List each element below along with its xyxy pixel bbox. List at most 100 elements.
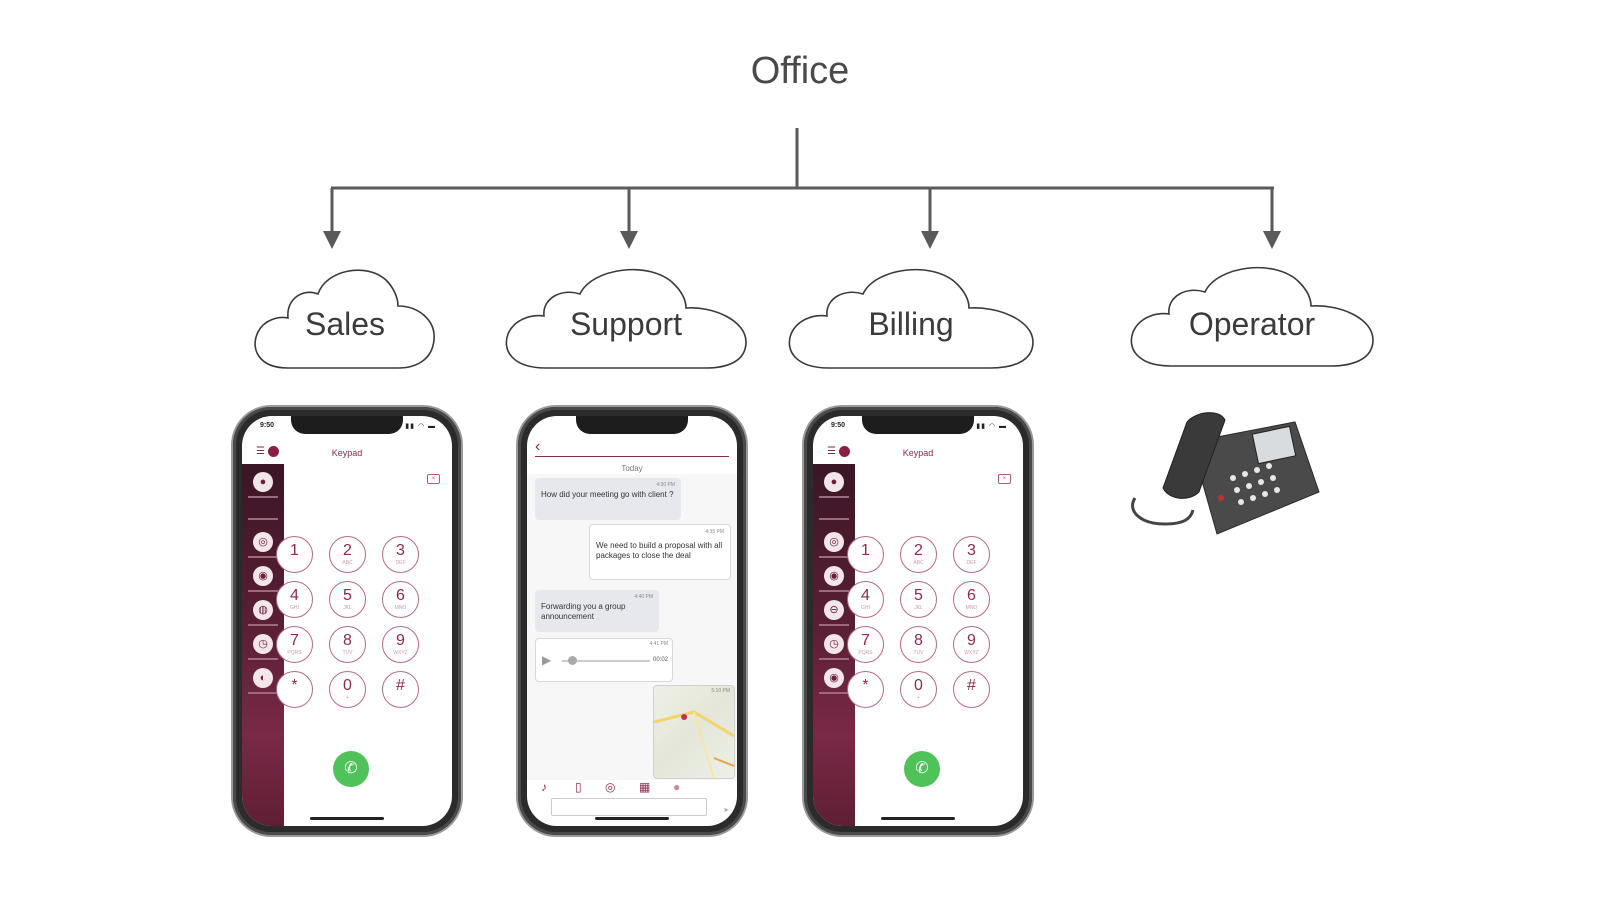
send-icon[interactable]: ➤: [723, 807, 729, 814]
menu-icon[interactable]: ☰: [827, 446, 836, 457]
status-time: 9:50: [260, 422, 275, 429]
location-icon[interactable]: ●: [673, 780, 681, 794]
message-text: How did your meeting go with client ?: [541, 490, 674, 499]
home-indicator: [881, 817, 955, 820]
backspace-icon[interactable]: ×: [998, 474, 1011, 484]
video-icon[interactable]: ▦: [639, 780, 651, 794]
cloud-label-support: Support: [569, 306, 683, 342]
app-logo-icon: [268, 446, 279, 457]
attachment-icon[interactable]: ▯: [575, 780, 582, 794]
key-star[interactable]: *: [847, 671, 884, 708]
call-button[interactable]: ✆: [333, 751, 369, 787]
keypad-title: Keypad: [902, 448, 934, 458]
sidebar-item-icon[interactable]: ◉: [824, 566, 844, 586]
audio-progress-track[interactable]: [562, 660, 650, 662]
phone-screen: ‹ Today 4:30 PM How did your meeting go …: [527, 416, 737, 826]
phone-support: ‹ Today 4:30 PM How did your meeting go …: [518, 407, 746, 835]
clock-icon[interactable]: ◷: [824, 634, 844, 654]
audio-scrubber[interactable]: [568, 656, 577, 665]
message-time: 4:30 PM: [656, 482, 675, 488]
phone-notch: [862, 416, 974, 434]
sidebar-caption: [248, 590, 278, 592]
sidebar-caption: [248, 692, 278, 694]
phone-icon: ✆: [344, 760, 358, 777]
key-hash[interactable]: #: [382, 671, 419, 708]
sidebar-caption: [819, 590, 849, 592]
sidebar-caption: [819, 692, 849, 694]
message-time: 4:35 PM: [705, 529, 724, 535]
header-divider: [535, 456, 729, 457]
sidebar-caption: [819, 624, 849, 626]
play-icon[interactable]: ▶: [542, 653, 552, 667]
sidebar-item-icon[interactable]: ◍: [253, 600, 273, 620]
message-text: Forwarding you a group announcement: [541, 602, 626, 621]
phone-notch: [291, 416, 403, 434]
keypad-title: Keypad: [331, 448, 363, 458]
sidebar-item-icon[interactable]: ◎: [253, 532, 273, 552]
audio-message[interactable]: 4:41 PM ▶ 00:02: [535, 638, 673, 682]
settings-icon[interactable]: ◉: [824, 668, 844, 688]
cloud-shape: [1130, 266, 1374, 367]
microphone-icon[interactable]: ♪: [541, 780, 547, 794]
audio-duration: 00:02: [652, 657, 668, 663]
desk-phone-icon: [1131, 412, 1320, 535]
cloud-label-sales: Sales: [304, 306, 386, 342]
key-0[interactable]: 0+: [329, 671, 366, 708]
backspace-icon[interactable]: ×: [427, 474, 440, 484]
message-bubble-incoming: 4:30 PM How did your meeting go with cli…: [535, 478, 681, 520]
back-arrow-icon[interactable]: ‹: [535, 438, 541, 455]
key-1[interactable]: 1: [276, 536, 313, 573]
cloud-operator: Operator: [1125, 256, 1379, 376]
key-star[interactable]: *: [276, 671, 313, 708]
location-map-thumbnail[interactable]: 5:10 PM ●: [653, 685, 735, 779]
settings-icon[interactable]: ◐: [253, 668, 273, 688]
call-button[interactable]: ✆: [904, 751, 940, 787]
status-time: 9:50: [831, 422, 846, 429]
home-indicator: [595, 817, 669, 820]
key-0[interactable]: 0+: [900, 671, 937, 708]
sidebar-caption: [819, 658, 849, 660]
menu-icon[interactable]: ☰: [256, 446, 265, 457]
key-hash[interactable]: #: [953, 671, 990, 708]
profile-icon[interactable]: ●: [253, 472, 273, 492]
cloud-support: Support: [500, 258, 752, 378]
cloud-sales: Sales: [248, 258, 442, 378]
camera-icon[interactable]: ◎: [605, 780, 616, 794]
sidebar-item-icon[interactable]: ◎: [824, 532, 844, 552]
clock-icon[interactable]: ◷: [253, 634, 273, 654]
app-logo-icon: [839, 446, 850, 457]
status-icons: ▮▮ ◠ ▬: [976, 423, 1007, 430]
status-icons: ▮▮ ◠ ▬: [405, 423, 436, 430]
message-input[interactable]: [551, 798, 707, 816]
chat-day-label: Today: [621, 464, 643, 473]
sidebar-caption: [248, 624, 278, 626]
sidebar-caption: [819, 518, 849, 520]
sidebar-item-icon[interactable]: ◉: [253, 566, 273, 586]
key-1[interactable]: 1: [847, 536, 884, 573]
office-root-label: Office: [750, 50, 850, 92]
message-time: 4:40 PM: [634, 594, 653, 600]
cloud-shape: [254, 269, 435, 369]
cloud-shape: [505, 268, 747, 369]
sidebar-item-icon[interactable]: ⊖: [824, 600, 844, 620]
profile-icon[interactable]: ●: [824, 472, 844, 492]
